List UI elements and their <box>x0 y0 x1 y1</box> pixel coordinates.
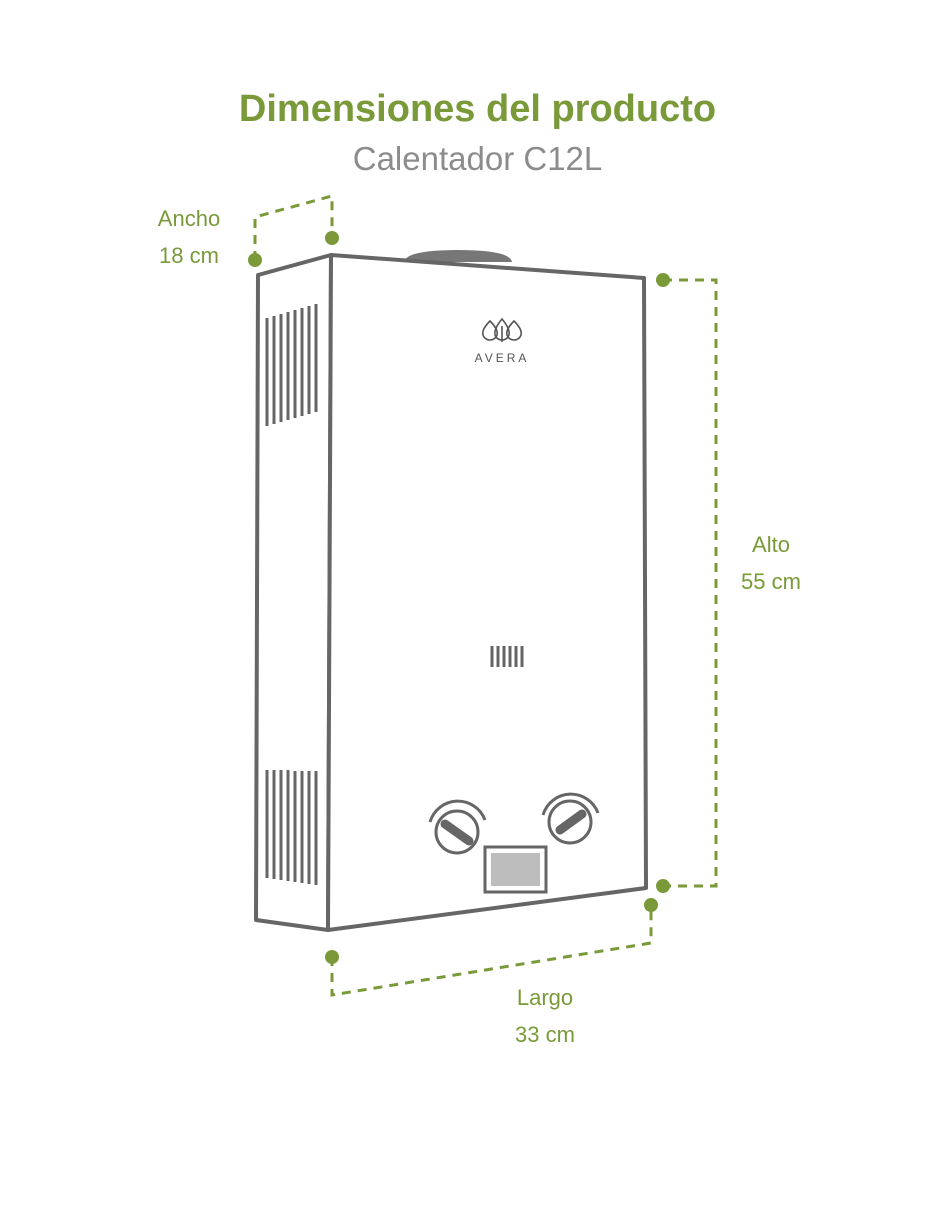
control-knob-right <box>541 792 600 845</box>
front-vent <box>490 646 524 667</box>
width-label: Ancho <box>157 206 221 231</box>
height-endpoint-bottom <box>656 879 670 893</box>
control-knob-left <box>428 799 487 855</box>
product-name: Calentador C12L <box>352 140 603 177</box>
height-dimension-label: Alto 55 cm <box>711 526 831 600</box>
length-endpoint-left <box>325 950 339 964</box>
side-vent-upper <box>265 304 318 426</box>
height-endpoint-top <box>656 273 670 287</box>
height-value: 55 cm <box>741 569 801 594</box>
width-endpoint-right <box>325 231 339 245</box>
brand-logo-icon <box>482 317 522 342</box>
page-title: Dimensiones del producto <box>238 88 717 130</box>
width-endpoint-left <box>248 253 262 267</box>
side-vent-lower <box>265 770 318 885</box>
display-window <box>483 845 548 894</box>
length-dimension-label: Largo 33 cm <box>485 979 605 1053</box>
width-value: 18 cm <box>159 243 219 268</box>
length-label: Largo <box>516 985 574 1010</box>
height-label: Alto <box>752 532 790 557</box>
width-dimension-line <box>253 194 334 260</box>
height-dimension-line <box>663 278 718 888</box>
width-dimension-label: Ancho 18 cm <box>129 200 249 274</box>
length-endpoint-right <box>644 898 658 912</box>
heater-front-panel <box>326 253 648 932</box>
length-value: 33 cm <box>515 1022 575 1047</box>
length-dimension-line <box>330 905 653 997</box>
dimension-endpoints <box>248 231 670 964</box>
brand-name: AVERA <box>475 351 530 365</box>
heater-exhaust-collar <box>404 250 512 262</box>
